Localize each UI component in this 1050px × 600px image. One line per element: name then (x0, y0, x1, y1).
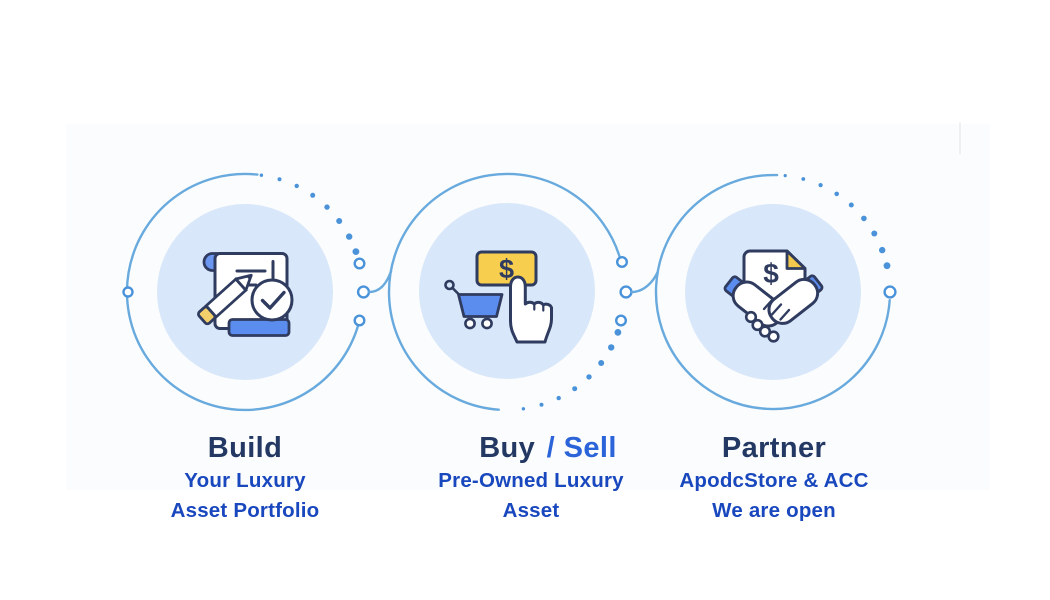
step-title-accent: / Sell (546, 432, 617, 464)
step-subtitle-line: Pre-Owned Luxury (438, 469, 624, 492)
build-dotted-arc (259, 173, 360, 256)
partner-node-ring (883, 285, 897, 299)
partner-ring-arc (654, 173, 891, 411)
cart-handle-icon (444, 279, 455, 291)
connector-buysell-to-partner (630, 270, 659, 294)
check-circle-icon (250, 278, 294, 322)
handshake-contract-icon: $ (723, 249, 824, 343)
knuckle-bumps (744, 310, 780, 343)
step-subtitle-line: We are open (712, 498, 836, 522)
step-title-text: Buy (479, 432, 536, 464)
step-circle-buysell: $ (387, 172, 659, 411)
step-circle-partner: $ (654, 173, 897, 411)
connector-build-to-buysell (368, 270, 393, 294)
build-ring-arc (125, 172, 360, 412)
buysell-ring-arc (387, 172, 623, 411)
step-subtitle-line: Asset (502, 498, 560, 522)
banknote-dollar-glyph: $ (499, 254, 514, 284)
step-label-build: Build Your Luxury Asset Portfolio (113, 430, 377, 525)
step-title-text: Build (207, 432, 283, 464)
step-title-text: Partner (721, 432, 827, 464)
step-label-buysell: Buy / Sell Pre-Owned Luxury Asset (399, 430, 663, 525)
step-title-build: Build (113, 430, 377, 466)
paper-fold-corner (785, 249, 807, 270)
faint-artifact-line (959, 122, 961, 154)
step-circle-build (122, 172, 393, 412)
buysell-node-rings (615, 256, 633, 327)
step-subtitle-line: Your Luxury (184, 469, 306, 492)
partner-dotted-arc (783, 174, 891, 270)
buysell-circle-bg (419, 203, 595, 379)
cart-body-icon (457, 293, 504, 318)
document-pencil-check-icon (197, 252, 294, 337)
buysell-dotted-arc (521, 329, 622, 411)
step-title-buysell: Buy / Sell (416, 430, 680, 466)
contract-dollar-glyph: $ (763, 258, 779, 289)
step-subtitle-line: ApodcStore & ACC (679, 469, 869, 492)
pointing-hand-icon (509, 275, 553, 344)
step-label-partner: Partner ApodcStore & ACC We are open (642, 430, 906, 525)
step-title-partner: Partner (642, 430, 906, 466)
banknote-cart-tap-icon: $ (444, 250, 553, 344)
pencil-icon (197, 273, 253, 326)
build-node-rings (122, 257, 371, 327)
step-subtitle-line: Asset Portfolio (170, 498, 320, 522)
